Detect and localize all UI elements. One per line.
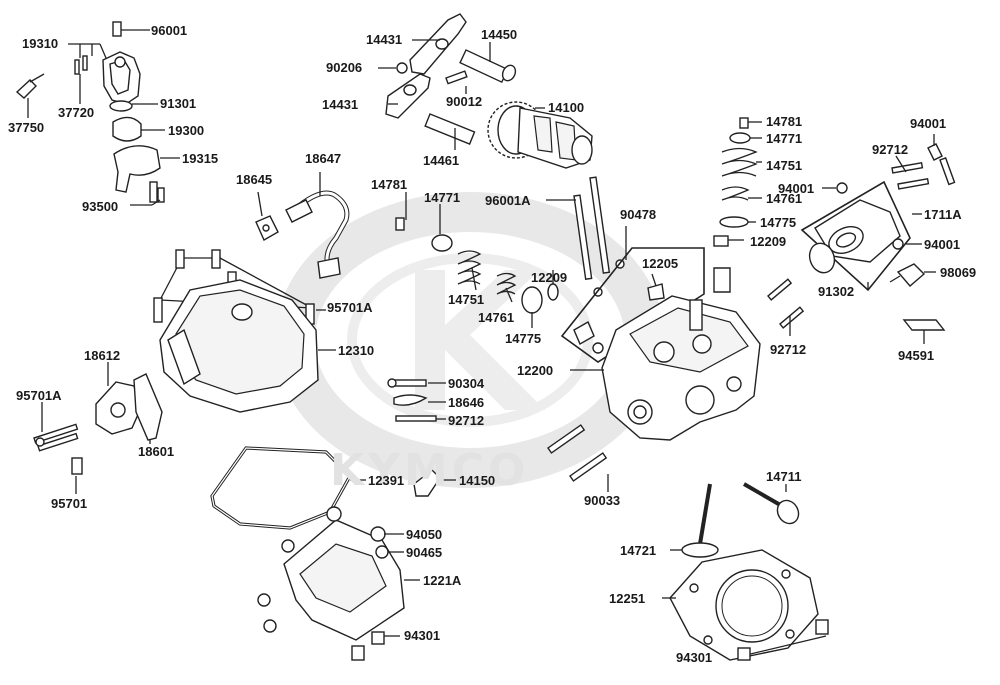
label-96001: 96001: [151, 23, 188, 38]
label-12200: 12200: [517, 363, 554, 378]
label-95701A-pump: 95701A: [16, 388, 62, 403]
label-14781-right: 14781: [766, 114, 803, 129]
label-92712-top: 92712: [872, 142, 909, 157]
label-90465: 90465: [406, 545, 443, 560]
label-14761-left: 14761: [478, 310, 515, 325]
label-14461: 14461: [423, 153, 460, 168]
label-18646: 18646: [448, 395, 485, 410]
label-12391: 12391: [368, 473, 405, 488]
kymco-watermark-text: KYMCO: [330, 445, 530, 496]
label-92712-mid: 92712: [770, 342, 807, 357]
stud-bolts-group: [546, 176, 627, 297]
label-14150: 14150: [459, 473, 496, 488]
label-14751-right: 14751: [766, 158, 803, 173]
label-96001A: 96001A: [485, 193, 531, 208]
label-90304: 90304: [448, 376, 485, 391]
label-94301-gasket: 94301: [676, 650, 713, 665]
label-19310: 19310: [22, 36, 59, 51]
label-14431-top: 14431: [366, 32, 403, 47]
label-37720: 37720: [58, 105, 95, 120]
label-14775-right: 14775: [760, 215, 797, 230]
label-94001-mid: 94001: [778, 181, 815, 196]
label-12209-right: 12209: [750, 234, 787, 249]
cam-holder-group: [257, 506, 420, 661]
label-14781-left: 14781: [371, 177, 408, 192]
dowel-pins-group: [547, 424, 609, 492]
label-1711A: 1711A: [924, 207, 962, 222]
label-94001-bottom: 94001: [924, 237, 961, 252]
intake-manifold-group: [800, 143, 956, 331]
label-95701: 95701: [51, 496, 88, 511]
label-1221A: 1221A: [423, 573, 462, 588]
label-12310: 12310: [338, 343, 375, 358]
label-90012: 90012: [446, 94, 483, 109]
label-12209-left: 12209: [531, 270, 568, 285]
label-92712-pipe: 92712: [448, 413, 485, 428]
valves-group: [670, 482, 800, 558]
leader-lines: [27, 29, 180, 206]
rocker-camshaft-group: [385, 13, 593, 169]
label-14771-right: 14771: [766, 131, 803, 146]
label-18645: 18645: [236, 172, 273, 187]
label-93500: 93500: [82, 199, 119, 214]
label-14761-right: 14761: [766, 191, 803, 206]
label-14775-left: 14775: [505, 331, 542, 346]
water-pump-group: [33, 362, 163, 494]
label-14711: 14711: [766, 469, 802, 484]
valve-spring-left-group: [395, 217, 559, 314]
label-18601: 18601: [138, 444, 175, 459]
label-14751-left: 14751: [448, 292, 485, 307]
head-cover-group: [153, 249, 336, 413]
head-gasket-group: [662, 549, 829, 661]
label-37750: 37750: [8, 120, 45, 135]
label-14431-bottom: 14431: [322, 97, 359, 112]
pipe-bolts-group: [387, 378, 446, 422]
label-91301: 91301: [160, 96, 197, 111]
label-94050: 94050: [406, 527, 443, 542]
label-18612: 18612: [84, 348, 121, 363]
label-94301-cam: 94301: [404, 628, 441, 643]
thermostat-housing-group: [15, 21, 165, 203]
label-19300: 19300: [168, 123, 205, 138]
leader-lines: [405, 121, 762, 328]
label-98069: 98069: [940, 265, 977, 280]
leader-lines: [767, 134, 936, 344]
valve-spring-right-group: [713, 117, 758, 247]
label-14450: 14450: [481, 27, 518, 42]
label-95701A-cover: 95701A: [327, 300, 373, 315]
label-12205: 12205: [642, 256, 679, 271]
label-94591: 94591: [898, 348, 935, 363]
leader-lines: [378, 39, 545, 150]
label-90206: 90206: [326, 60, 363, 75]
label-19315: 19315: [182, 151, 219, 166]
label-94001-top: 94001: [910, 116, 947, 131]
label-14100: 14100: [548, 100, 585, 115]
oil-pipe-group: [255, 172, 350, 279]
rocker-holder-group: [413, 469, 456, 497]
label-91302: 91302: [818, 284, 855, 299]
label-90478: 90478: [620, 207, 657, 222]
label-18647: 18647: [305, 151, 342, 166]
label-90033: 90033: [584, 493, 621, 508]
label-14771-left: 14771: [424, 190, 461, 205]
cylinder-head-group: [560, 247, 761, 441]
label-14721: 14721: [620, 543, 657, 558]
label-12251: 12251: [609, 591, 646, 606]
